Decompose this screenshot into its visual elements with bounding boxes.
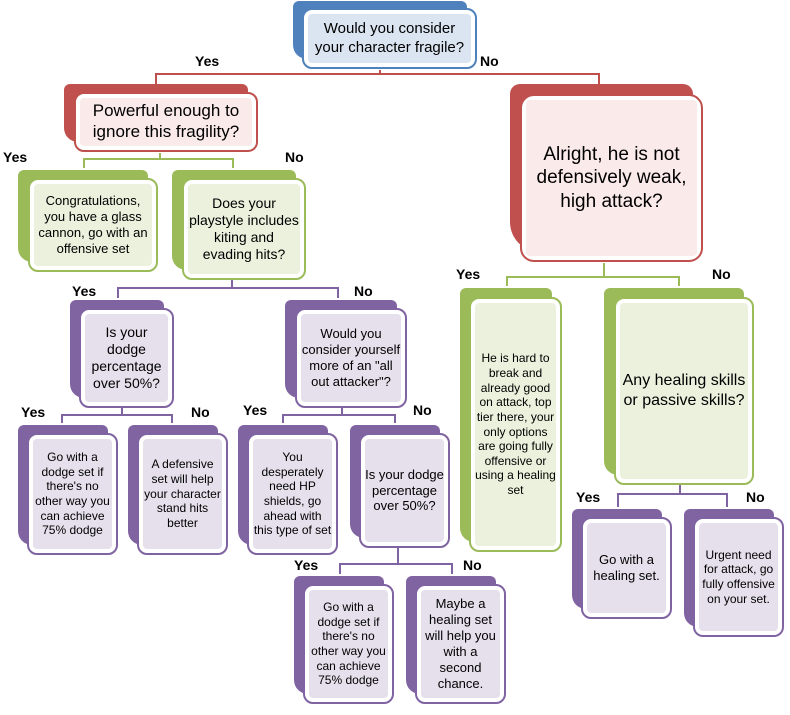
node-powerful-text: Powerful enough to ignore this fragility… bbox=[80, 98, 252, 146]
node-not-weak: Alright, he is not defensively weak, hig… bbox=[510, 84, 703, 262]
node-root: Would you consider your character fragil… bbox=[293, 1, 477, 69]
connector-dodge-a bbox=[61, 408, 173, 423]
label-kiting-no: No bbox=[354, 283, 373, 299]
connector-all-out bbox=[282, 408, 396, 423]
label-dodge-a-no: No bbox=[191, 404, 210, 420]
node-maybe-healing-text: Maybe a healing set will help you with a… bbox=[421, 590, 500, 698]
label-dodge-b-yes: Yes bbox=[294, 557, 319, 573]
node-urgent-attack-text: Urgent need for attack, go fully offensi… bbox=[699, 523, 778, 631]
node-dodge-50-a-text: Is your dodge percentage over 50%? bbox=[85, 314, 168, 402]
node-dodge-50-b-text: Is your dodge percentage over 50%? bbox=[365, 439, 444, 542]
node-hp-shields: You desperately need HP shields, go ahea… bbox=[238, 425, 338, 555]
node-defensive-set-text: A defensive set will help your character… bbox=[143, 439, 222, 549]
node-root-text: Would you consider your character fragil… bbox=[308, 14, 471, 63]
node-healing-set-text: Go with a healing set. bbox=[587, 523, 666, 613]
connector-healing bbox=[617, 485, 728, 507]
node-healing-skills: Any healing skills or passive skills? bbox=[604, 288, 754, 485]
node-all-out: Would you consider yourself more of an "… bbox=[285, 300, 407, 408]
label-dodge-b-no: No bbox=[463, 557, 482, 573]
node-hp-shields-text: You desperately need HP shields, go ahea… bbox=[253, 439, 332, 549]
node-urgent-attack: Urgent need for attack, go fully offensi… bbox=[684, 509, 784, 637]
node-dodge-set-b-text: Go with a dodge set if there's no other … bbox=[309, 590, 388, 698]
node-healing-set: Go with a healing set. bbox=[572, 509, 672, 619]
node-hard-to-break-text: He is hard to break and already good on … bbox=[475, 303, 556, 546]
label-root-yes: Yes bbox=[195, 53, 220, 69]
connector-kiting bbox=[117, 280, 339, 298]
node-dodge-50-b: Is your dodge percentage over 50%? bbox=[350, 425, 450, 548]
node-healing-skills-text: Any healing skills or passive skills? bbox=[620, 303, 748, 479]
label-not-weak-yes: Yes bbox=[456, 266, 481, 282]
node-defensive-set: A defensive set will help your character… bbox=[128, 425, 228, 555]
label-not-weak-no: No bbox=[712, 266, 731, 282]
node-dodge-set-a-text: Go with a dodge set if there's no other … bbox=[33, 439, 112, 549]
node-glass-cannon-text: Congratulations, you have a glass cannon… bbox=[34, 184, 152, 266]
node-dodge-set-a: Go with a dodge set if there's no other … bbox=[18, 425, 118, 555]
label-kiting-yes: Yes bbox=[72, 283, 97, 299]
label-powerful-no: No bbox=[285, 149, 304, 165]
node-dodge-50-a: Is your dodge percentage over 50%? bbox=[70, 300, 174, 408]
label-root-no: No bbox=[480, 53, 499, 69]
node-maybe-healing: Maybe a healing set will help you with a… bbox=[406, 576, 506, 704]
node-dodge-set-b: Go with a dodge set if there's no other … bbox=[294, 576, 394, 704]
node-powerful: Powerful enough to ignore this fragility… bbox=[64, 84, 258, 152]
label-healing-yes: Yes bbox=[576, 489, 601, 505]
node-not-weak-text: Alright, he is not defensively weak, hig… bbox=[526, 100, 697, 256]
node-kiting-text: Does your playstyle includes kiting and … bbox=[188, 184, 300, 274]
node-glass-cannon: Congratulations, you have a glass cannon… bbox=[18, 170, 158, 272]
node-kiting: Does your playstyle includes kiting and … bbox=[172, 170, 306, 280]
label-all-out-no: No bbox=[413, 402, 432, 418]
label-powerful-yes: Yes bbox=[3, 149, 28, 165]
node-hard-to-break: He is hard to break and already good on … bbox=[460, 288, 562, 552]
label-healing-no: No bbox=[746, 489, 765, 505]
connector-powerful bbox=[83, 153, 234, 168]
connector-root bbox=[155, 70, 600, 84]
connector-not-weak bbox=[506, 263, 680, 286]
node-all-out-text: Would you consider yourself more of an "… bbox=[301, 314, 401, 402]
connector-dodge-b bbox=[339, 548, 453, 574]
label-dodge-a-yes: Yes bbox=[21, 404, 46, 420]
label-all-out-yes: Yes bbox=[243, 402, 268, 418]
